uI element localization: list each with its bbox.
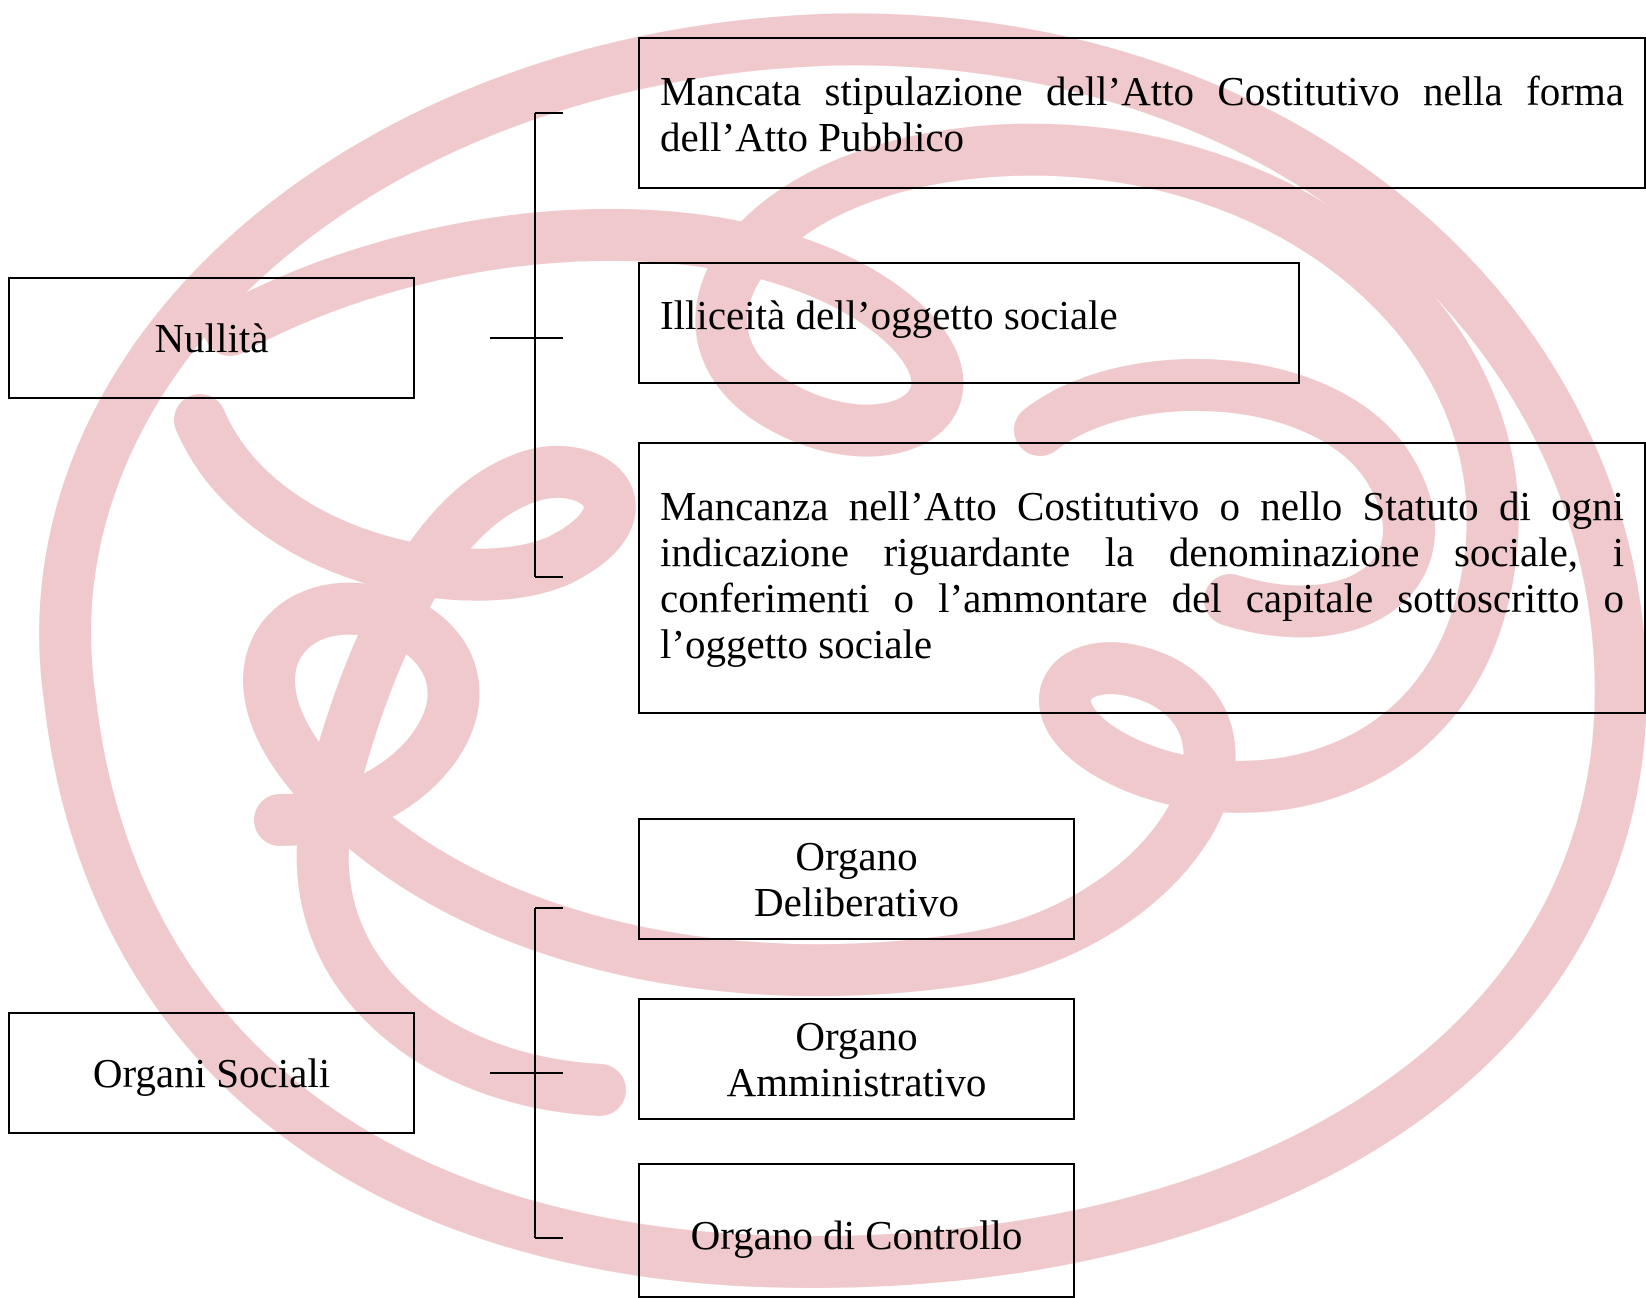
illiceita-oggetto-node: Illiceità dell’oggetto sociale (638, 262, 1300, 384)
organo-amministrativo-line2: Amministrativo (726, 1059, 987, 1105)
mancata-stipulazione-text: Mancata stipulazione dell’Atto Costituti… (660, 68, 1624, 160)
mancanza-indicazione-text: Mancanza nell’Atto Costitutivo o nello S… (660, 483, 1624, 667)
organo-controllo-text: Organo di Controllo (690, 1211, 1023, 1258)
organi-sociali-node: Organi Sociali (8, 1012, 415, 1134)
organo-deliberativo-line2: Deliberativo (754, 879, 959, 925)
organo-deliberativo-line1: Organo (795, 833, 918, 879)
illiceita-oggetto-text: Illiceità dell’oggetto sociale (660, 292, 1118, 338)
nullita-node: Nullità (8, 277, 415, 399)
organo-amministrativo-node: Organo Amministrativo (638, 998, 1075, 1120)
organi-sociali-label: Organi Sociali (92, 1050, 331, 1096)
nullita-label: Nullità (154, 315, 269, 361)
mancata-stipulazione-node: Mancata stipulazione dell’Atto Costituti… (638, 37, 1646, 189)
organo-amministrativo-line1: Organo (795, 1013, 918, 1059)
organo-controllo-node: Organo di Controllo (638, 1163, 1075, 1298)
organo-deliberativo-node: Organo Deliberativo (638, 818, 1075, 940)
mancanza-indicazione-node: Mancanza nell’Atto Costitutivo o nello S… (638, 442, 1646, 714)
